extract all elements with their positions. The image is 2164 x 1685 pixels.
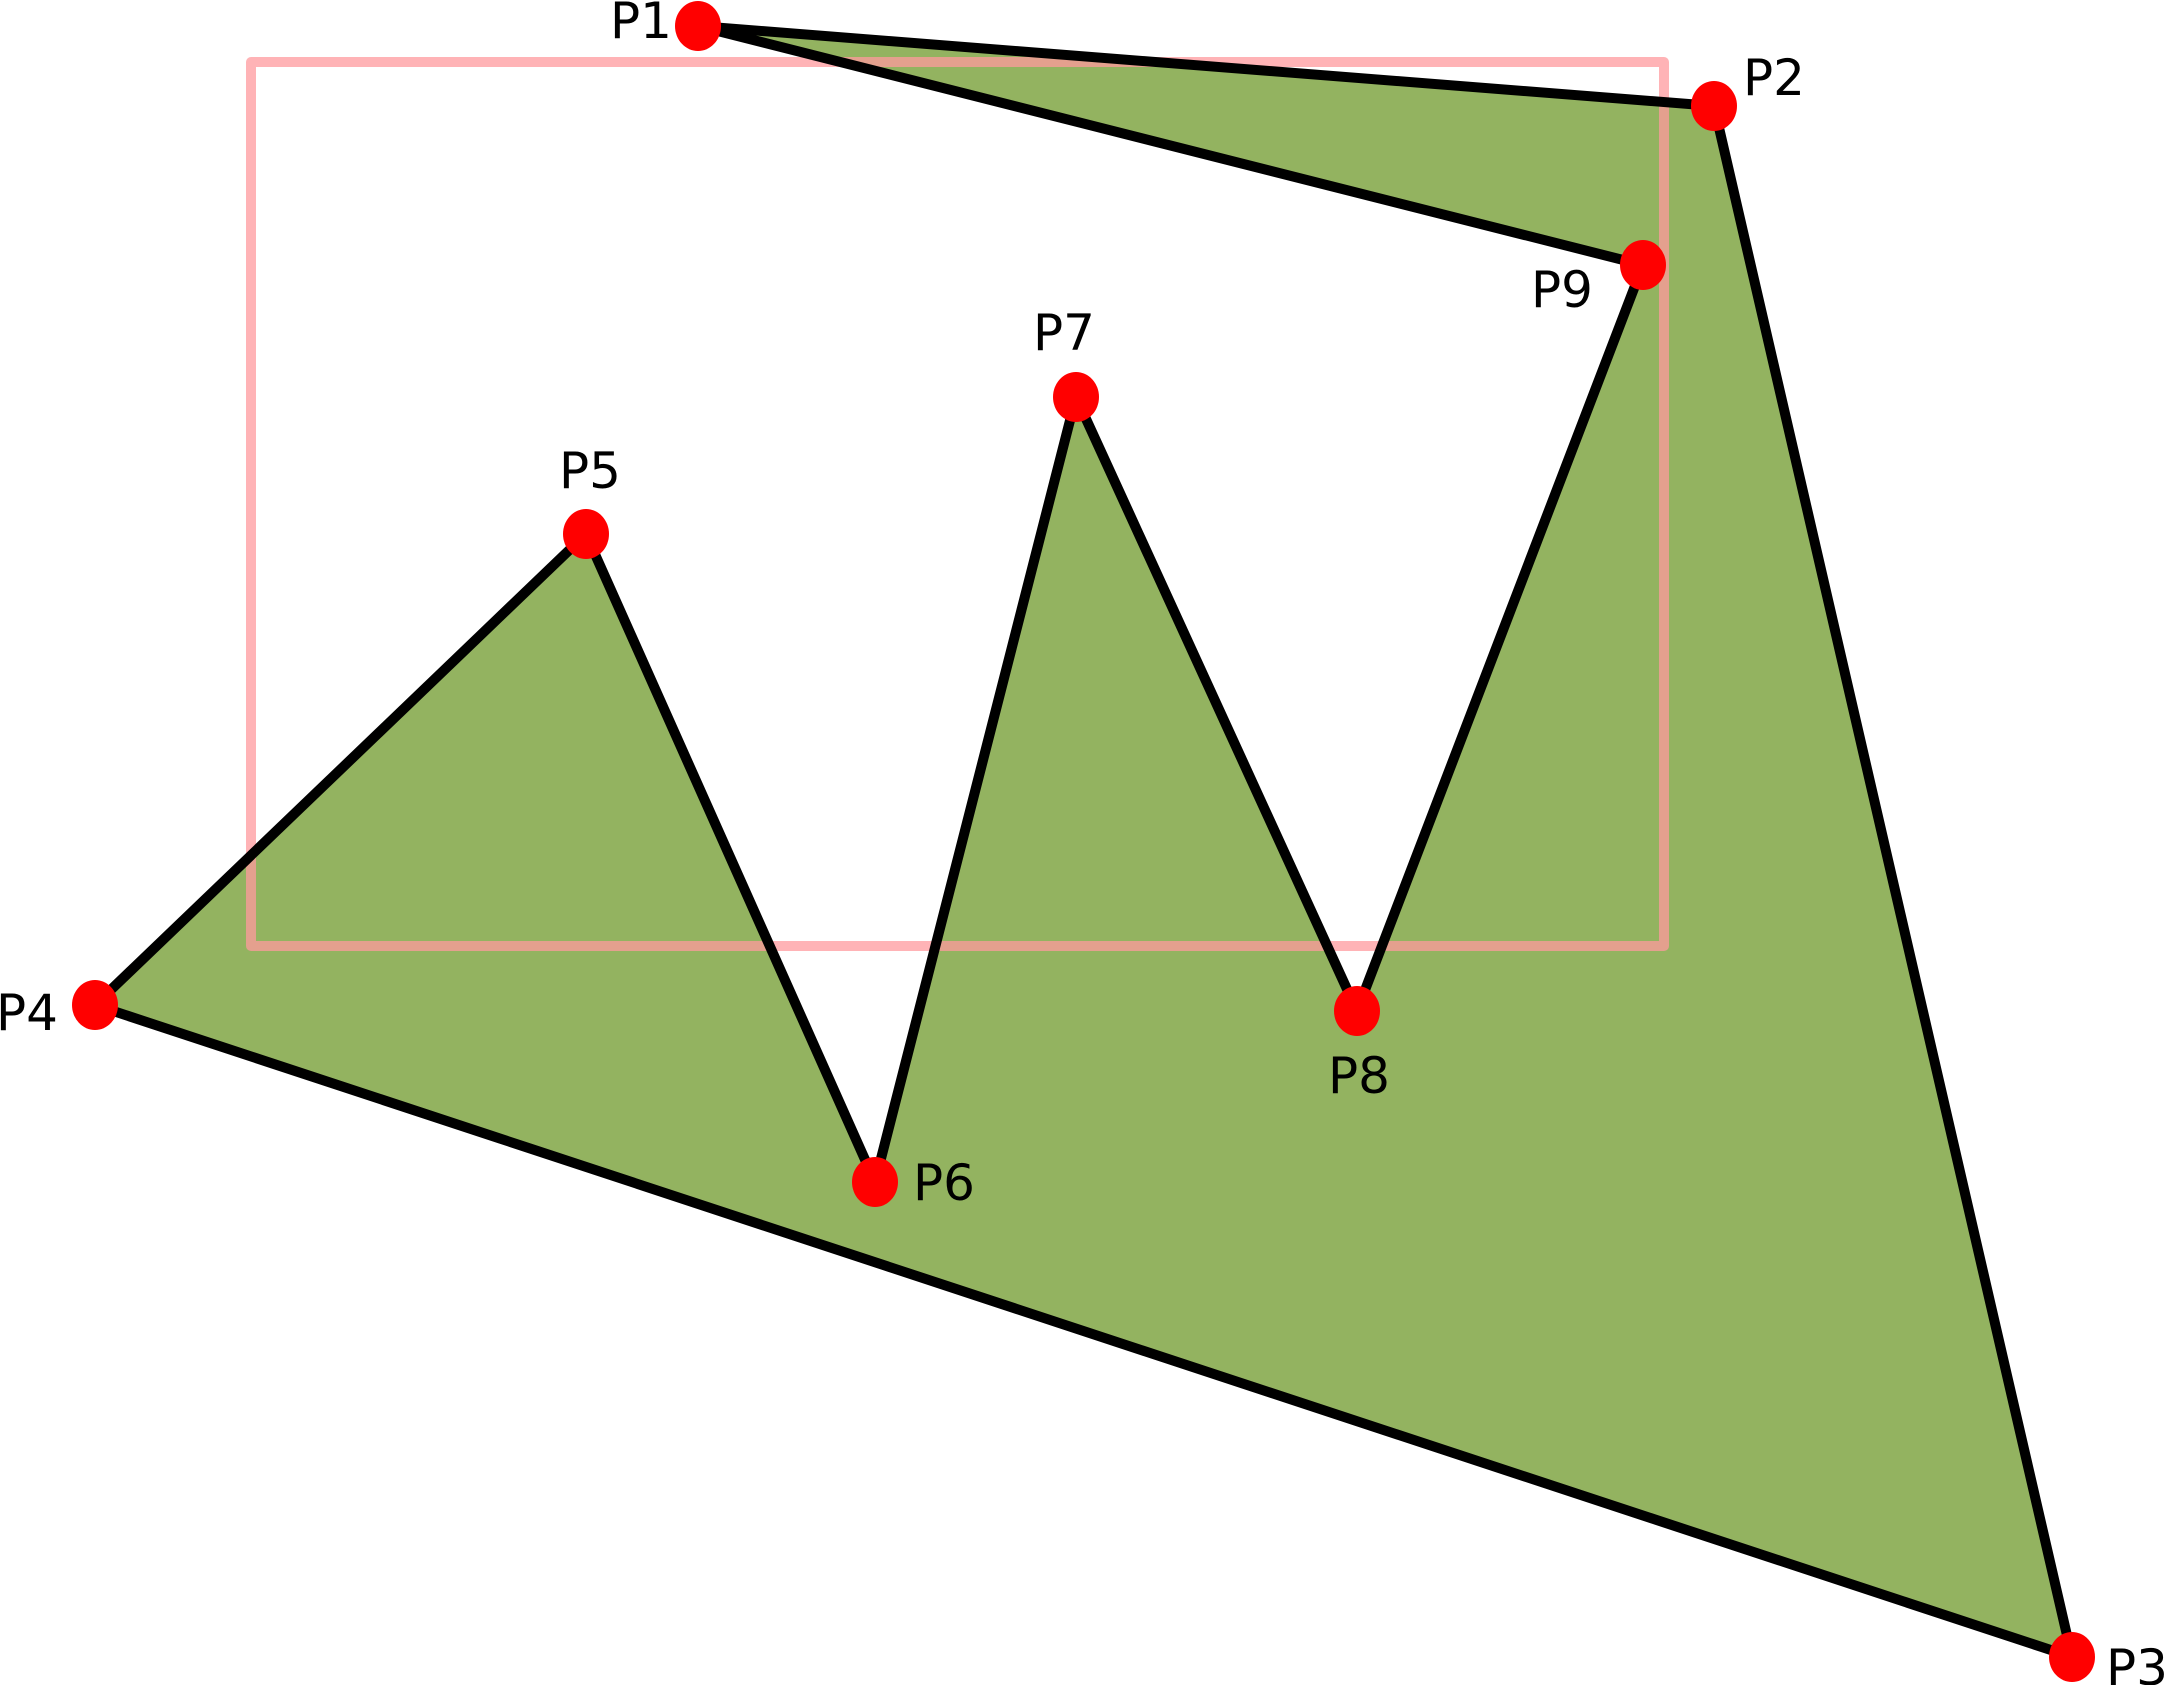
vertex-p8-marker: [1334, 986, 1380, 1036]
bounding-box: [246, 57, 1669, 951]
vertex-p1-marker: [675, 1, 721, 51]
vertex-p4-marker: [72, 980, 118, 1030]
vertex-p5-label: P5: [559, 442, 621, 500]
edge-p9-p1: [693, 21, 1648, 270]
vertex-p4-label: P4: [0, 984, 58, 1042]
edge-p1-p2: [693, 21, 1719, 111]
vertex-p9-marker: [1620, 240, 1666, 290]
edge-p2-p3: [1709, 101, 2077, 1662]
edge-p7-p8: [1071, 392, 1362, 1016]
vertex-p2-label: P2: [1743, 49, 1805, 107]
polygon-fill: [95, 26, 2072, 1657]
vertex-p3-marker: [2049, 1632, 2095, 1682]
vertex-p8-label: P8: [1328, 1047, 1390, 1105]
vertex-p3-label: P3: [2106, 1639, 2164, 1685]
vertex-p1-label: P1: [610, 0, 672, 50]
vertex-p9-label: P9: [1531, 261, 1593, 319]
edge-p5-p6: [581, 529, 880, 1187]
edge-p8-p9: [1352, 260, 1648, 1016]
vertex-p7-label: P7: [1033, 304, 1095, 362]
vertex-p6-marker: [852, 1157, 898, 1207]
edge-p4-p5: [90, 529, 591, 1010]
edge-p3-p4: [90, 1000, 2077, 1662]
vertex-p2-marker: [1691, 81, 1737, 131]
polygon-edges: [90, 21, 2077, 1662]
vertex-p7-marker: [1053, 372, 1099, 422]
vertex-markers: [72, 1, 2095, 1682]
edge-p6-p7: [870, 392, 1081, 1187]
vertex-p6-label: P6: [913, 1154, 975, 1212]
vertex-p5-marker: [563, 509, 609, 559]
